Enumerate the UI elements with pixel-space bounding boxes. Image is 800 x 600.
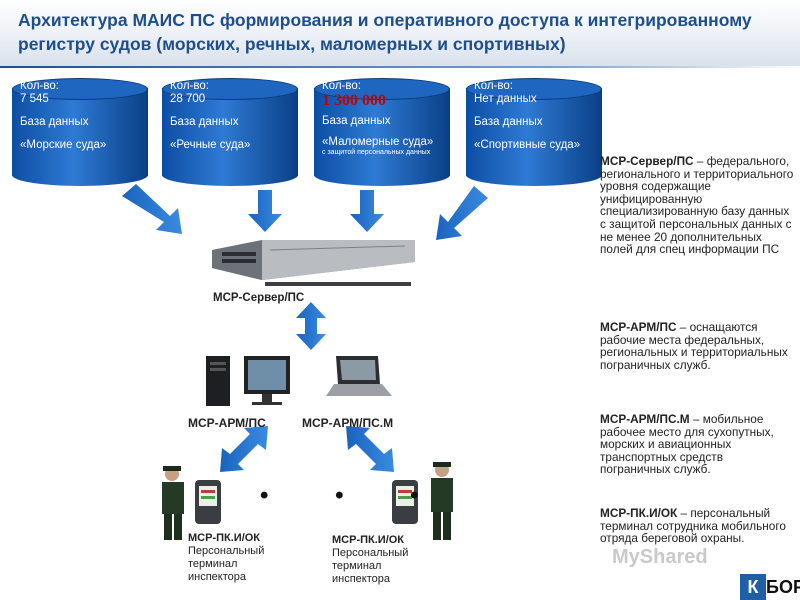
server-icon — [212, 240, 415, 286]
description-term: МСР-АРМ/ПС.М — [600, 412, 690, 426]
terminal-line3: инспектора — [188, 571, 246, 583]
description-workstation: МСР-АРМ/ПС – оснащаются рабочие места фе… — [600, 321, 796, 371]
arrow-small-to-server — [350, 190, 384, 232]
description-text: – оснащаются рабочие места федеральных, … — [600, 320, 788, 372]
laptop-icon — [326, 356, 392, 396]
inspector-figure-left — [162, 466, 184, 540]
watermark: MyShared — [612, 546, 708, 568]
page-title: Архитектура МАИС ПС формирования и опера… — [18, 10, 752, 54]
terminal-code: МСР-ПК.И/ОК — [188, 532, 261, 544]
db-note: с защитой персональных данных — [322, 149, 431, 156]
title-banner: Архитектура МАИС ПС формирования и опера… — [0, 0, 800, 68]
arrow-river-to-server — [248, 190, 282, 232]
terminal-code: МСР-ПК.И/ОК — [332, 534, 405, 546]
db-name: База данных — [170, 116, 239, 128]
db-subtitle: «Речные суда» — [170, 139, 251, 151]
description-term: МСР-АРМ/ПС — [600, 320, 677, 334]
description-text: – федерального, регионального и территор… — [600, 154, 794, 257]
workstation-mobile-label: МСР-АРМ/ПС.М — [302, 416, 394, 430]
terminal-line1: Персональный — [188, 545, 265, 557]
db-name: База данных — [474, 116, 543, 128]
db-subtitle: «Маломерные суда» — [322, 136, 434, 148]
db-count-label: Кол-во: — [322, 80, 361, 92]
arrow-sea-to-server — [122, 184, 182, 234]
description-mobile-workstation: МСР-АРМ/ПС.М – мобильное рабочее место д… — [600, 413, 796, 476]
server-label: МСР-Сервер/ПС — [213, 292, 305, 304]
database-river-vessels: Кол-во: 28 700 База данных «Речные суда» — [162, 78, 298, 186]
terminal-line2: терминал — [188, 558, 238, 570]
description-terminal: МСР-ПК.И/ОК – персональный терминал сотр… — [600, 507, 796, 545]
db-count-value: 28 700 — [170, 93, 206, 105]
inspector-figure-right — [431, 462, 453, 540]
workstation-fixed-label: МСР-АРМ/ПС — [188, 416, 266, 430]
db-subtitle: «Морские суда» — [20, 139, 107, 151]
logo-letter: К — [740, 574, 766, 600]
description-term: МСР-Сервер/ПС — [600, 154, 694, 168]
database-small-vessels: Кол-во: 1 300 000 База данных «Маломерны… — [314, 78, 450, 186]
handheld-terminal-icon-left — [195, 480, 221, 524]
db-subtitle: «Спортивные суда» — [474, 139, 581, 151]
description-term: МСР-ПК.И/ОК — [600, 506, 678, 520]
database-sea-vessels: Кол-во: 7 545 База данных «Морские суда» — [12, 78, 148, 186]
db-count-value: 1 300 000 — [322, 92, 386, 109]
db-name: База данных — [322, 115, 391, 127]
description-server: МСР-Сервер/ПС – федерального, региональн… — [600, 155, 796, 256]
db-count-label: Кол-во: — [474, 80, 513, 92]
db-count-value: Нет данных — [474, 93, 537, 105]
desktop-computer-icon — [206, 356, 290, 406]
terminal-label-left: МСР-ПК.И/ОК Персональный терминал инспек… — [188, 532, 264, 584]
db-name: База данных — [20, 116, 89, 128]
db-count-value: 7 545 — [20, 93, 49, 105]
arrow-workstation-to-terminal-left — [220, 426, 268, 472]
handheld-terminal-icon-right — [392, 480, 418, 524]
db-count-label: Кол-во: — [170, 80, 209, 92]
description-text: – персональный терминал сотрудника мобил… — [600, 506, 786, 546]
arrow-sport-to-server — [436, 186, 488, 240]
terminal-line2: терминал — [332, 560, 382, 572]
logo: К БОР — [740, 574, 800, 600]
db-count-label: Кол-во: — [20, 80, 59, 92]
ellipsis: • • • — [260, 482, 449, 509]
arrow-server-to-workstations — [296, 302, 326, 350]
database-sport-vessels: Кол-во: Нет данных База данных «Спортивн… — [466, 78, 602, 186]
terminal-label-right: МСР-ПК.И/ОК Персональный терминал инспек… — [332, 534, 408, 586]
arrow-workstation-to-terminal-right — [346, 426, 394, 472]
terminal-line3: инспектора — [332, 573, 390, 585]
description-text: – мобильное рабочее место для сухопутных… — [600, 412, 774, 477]
terminal-line1: Персональный — [332, 547, 409, 559]
logo-text: БОР — [766, 577, 800, 597]
